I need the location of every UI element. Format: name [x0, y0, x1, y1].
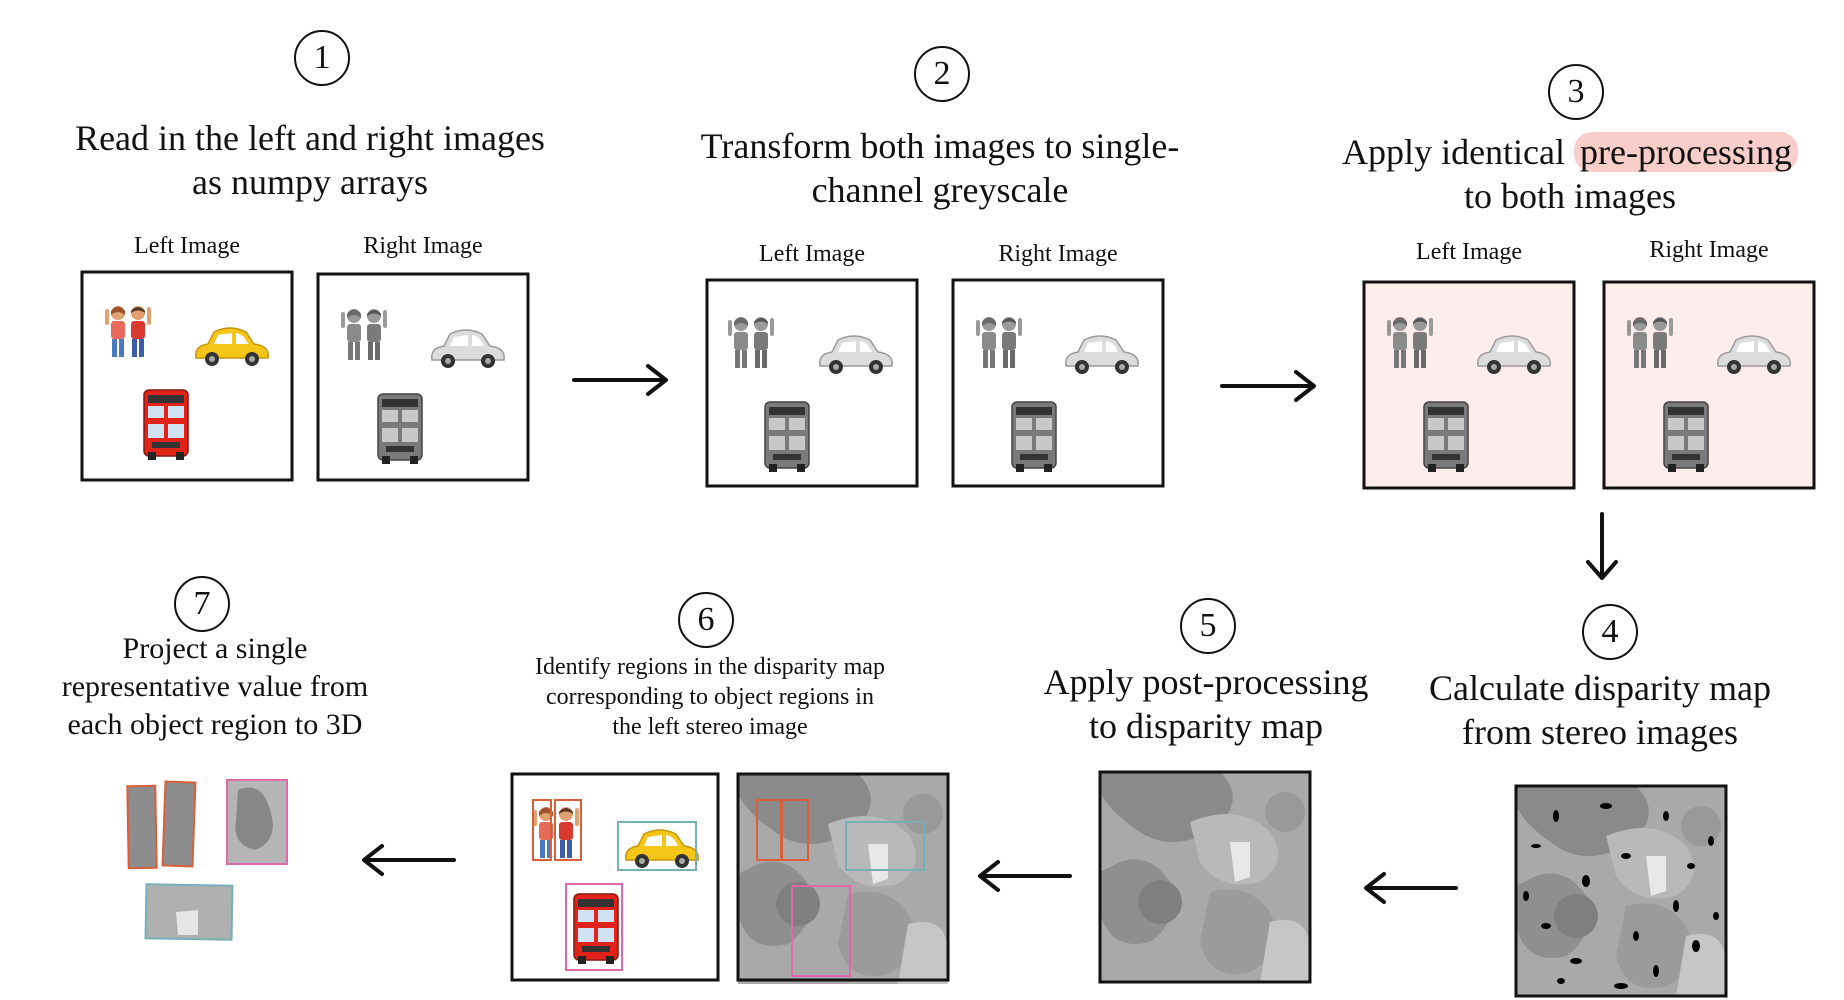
step-5-number: 5: [1180, 598, 1236, 654]
step-1-title-line2: as numpy arrays: [192, 162, 428, 202]
step-4-title: Calculate disparity map from stereo imag…: [1380, 666, 1820, 754]
step-2-title-line1: Transform both images to single-: [700, 126, 1180, 166]
step-1-title-line1: Read in the left and right images: [75, 118, 545, 158]
step-3-title-line2: to both images: [1464, 176, 1676, 216]
step-7-title-line3: each object region to 3D: [67, 708, 363, 741]
step-5-title: Apply post-processing to disparity map: [996, 660, 1416, 748]
step-6-title: Identify regions in the disparity map co…: [480, 652, 940, 742]
step-2-number: 2: [914, 46, 970, 102]
arrow-left-icon: [1364, 872, 1458, 904]
step-6-title-line1: Identify regions in the disparity map: [535, 654, 885, 680]
step-7-number: 7: [174, 576, 230, 632]
step-4-title-line1: Calculate disparity map: [1429, 668, 1771, 708]
step-3-number: 3: [1548, 64, 1604, 120]
arrow-left-icon: [362, 844, 456, 876]
step-6-title-line2: corresponding to object regions in: [546, 684, 874, 710]
step-5-title-line2: to disparity map: [1089, 706, 1323, 746]
step-1-right-label: Right Image: [363, 233, 483, 259]
step-2-title: Transform both images to single- channel…: [640, 124, 1240, 212]
step-5-title-line1: Apply post-processing: [1043, 662, 1369, 702]
step-4-number: 4: [1582, 604, 1638, 660]
arrow-right-icon: [572, 364, 668, 396]
step-7-title-line2: representative value from: [61, 670, 369, 703]
bus-icon: [143, 389, 189, 461]
arrow-down-icon: [1586, 512, 1618, 580]
step-2-left-label: Left Image: [759, 241, 865, 267]
step-3-title: Apply identical pre-processing to both i…: [1300, 130, 1840, 218]
step-3-left-label: Left Image: [1416, 239, 1522, 265]
step-3-right-label: Right Image: [1649, 237, 1769, 263]
arrow-right-icon: [1220, 370, 1316, 402]
step-2-title-line2: channel greyscale: [811, 170, 1069, 210]
step-2-right-label: Right Image: [998, 241, 1118, 267]
step-7-title-line1: Project a single: [122, 632, 308, 665]
step-6-number: 6: [678, 592, 734, 648]
step-7-title: Project a single representative value fr…: [20, 630, 410, 744]
step-1-title: Read in the left and right images as num…: [20, 116, 600, 204]
step-3-highlight: pre-processing: [1574, 132, 1798, 172]
arrow-left-icon: [978, 860, 1072, 892]
step-3-title-pre: Apply identical: [1342, 132, 1575, 172]
step-1-left-label: Left Image: [134, 233, 240, 259]
step-1-number: 1: [294, 30, 350, 86]
step-6-title-line3: the left stereo image: [612, 714, 808, 740]
step-4-title-line2: from stereo images: [1462, 712, 1738, 752]
